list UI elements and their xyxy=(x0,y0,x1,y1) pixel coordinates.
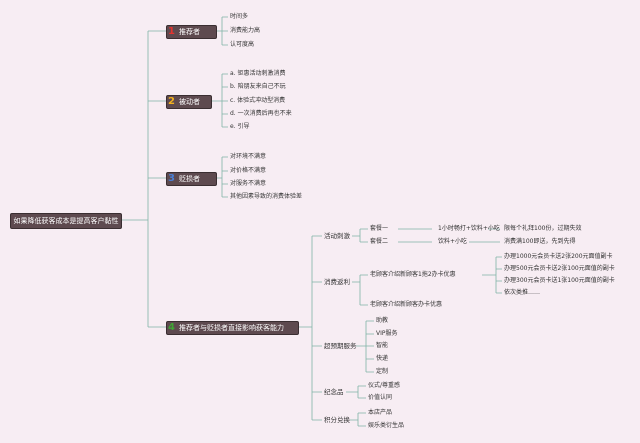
package-content[interactable]: 1小时畅打+饮料+小吃 xyxy=(438,225,500,232)
category-1-topic[interactable]: 1 推荐者 xyxy=(166,25,217,39)
group-souvenir-label[interactable]: 纪念品 xyxy=(324,388,344,396)
group-rebate-label[interactable]: 消费返利 xyxy=(324,278,350,286)
rebate-sub-item[interactable]: 老顾客介绍新顾客1拖2办卡优惠 xyxy=(370,271,456,278)
category-1-number: 1 xyxy=(168,26,175,37)
souvenir-item[interactable]: 仪式/尊重感 xyxy=(368,382,401,389)
group-activity-label[interactable]: 活动刺激 xyxy=(324,232,350,240)
rebate-card-offer[interactable]: 依次类推…… xyxy=(504,289,541,296)
root-topic[interactable]: 如果降低获客成本是提高客户黏性 xyxy=(10,213,122,229)
package-name[interactable]: 套餐二 xyxy=(370,238,389,245)
category-3-topic[interactable]: 3 贬损者 xyxy=(166,172,217,186)
rebate-sub-item[interactable]: 老顾客介绍新顾客办卡优惠 xyxy=(370,301,443,308)
category-1-item[interactable]: 认可度高 xyxy=(230,41,255,48)
category-1-item[interactable]: 消费能力高 xyxy=(230,27,261,34)
package-note[interactable]: 消费满100即送，先到先得 xyxy=(504,238,576,245)
category-2-item[interactable]: d. 一次消费后再也不来 xyxy=(230,110,292,117)
points-item[interactable]: 娱乐类衍生品 xyxy=(368,422,405,429)
souvenir-item[interactable]: 价值认同 xyxy=(368,394,393,401)
service-item[interactable]: 快递 xyxy=(376,355,389,362)
category-4-number: 4 xyxy=(168,322,175,333)
rebate-card-offer[interactable]: 办理300元会员卡送1张100元面值的副卡 xyxy=(504,277,615,284)
service-item[interactable]: 助教 xyxy=(376,317,389,324)
category-3-label: 贬损者 xyxy=(179,175,200,183)
service-item[interactable]: 智能 xyxy=(376,342,389,349)
category-4-label: 推荐者与贬损者直接影响获客能力 xyxy=(179,324,284,332)
group-service-label[interactable]: 超预期服务 xyxy=(324,342,357,350)
category-3-item[interactable]: 对价格不满意 xyxy=(230,167,267,174)
category-4-topic[interactable]: 4 推荐者与贬损者直接影响获客能力 xyxy=(166,321,299,335)
category-2-item[interactable]: c. 体验式冲动型消费 xyxy=(230,97,286,104)
category-3-item[interactable]: 对环境不满意 xyxy=(230,153,267,160)
package-content[interactable]: 饮料+小吃 xyxy=(438,238,468,245)
category-2-label: 被动者 xyxy=(179,98,200,106)
category-2-topic[interactable]: 2 被动者 xyxy=(166,95,212,109)
category-1-item[interactable]: 时间多 xyxy=(230,13,249,20)
service-item[interactable]: 定制 xyxy=(376,368,389,375)
category-1-label: 推荐者 xyxy=(179,28,200,36)
rebate-card-offer[interactable]: 办理500元会员卡送2张100元面值的副卡 xyxy=(504,265,615,272)
rebate-card-offer[interactable]: 办理1000元会员卡送2张200元面值副卡 xyxy=(504,253,613,260)
points-item[interactable]: 本店产品 xyxy=(368,409,393,416)
package-name[interactable]: 套餐一 xyxy=(370,225,389,232)
category-3-item[interactable]: 对服务不满意 xyxy=(230,180,267,187)
group-points-label[interactable]: 积分兑换 xyxy=(324,416,350,424)
category-2-number: 2 xyxy=(168,96,175,107)
service-item[interactable]: VIP服务 xyxy=(376,330,398,337)
category-2-item[interactable]: b. 陪朋友来自己不玩 xyxy=(230,83,286,90)
category-2-item[interactable]: e. 引导 xyxy=(230,123,250,130)
package-note[interactable]: 限每个礼拜100份，过期失效 xyxy=(504,225,582,232)
category-3-number: 3 xyxy=(168,173,175,184)
category-3-item[interactable]: 其他因素导致的消费体验差 xyxy=(230,193,303,200)
category-2-item[interactable]: a. 钜惠活动刺激消费 xyxy=(230,70,286,77)
